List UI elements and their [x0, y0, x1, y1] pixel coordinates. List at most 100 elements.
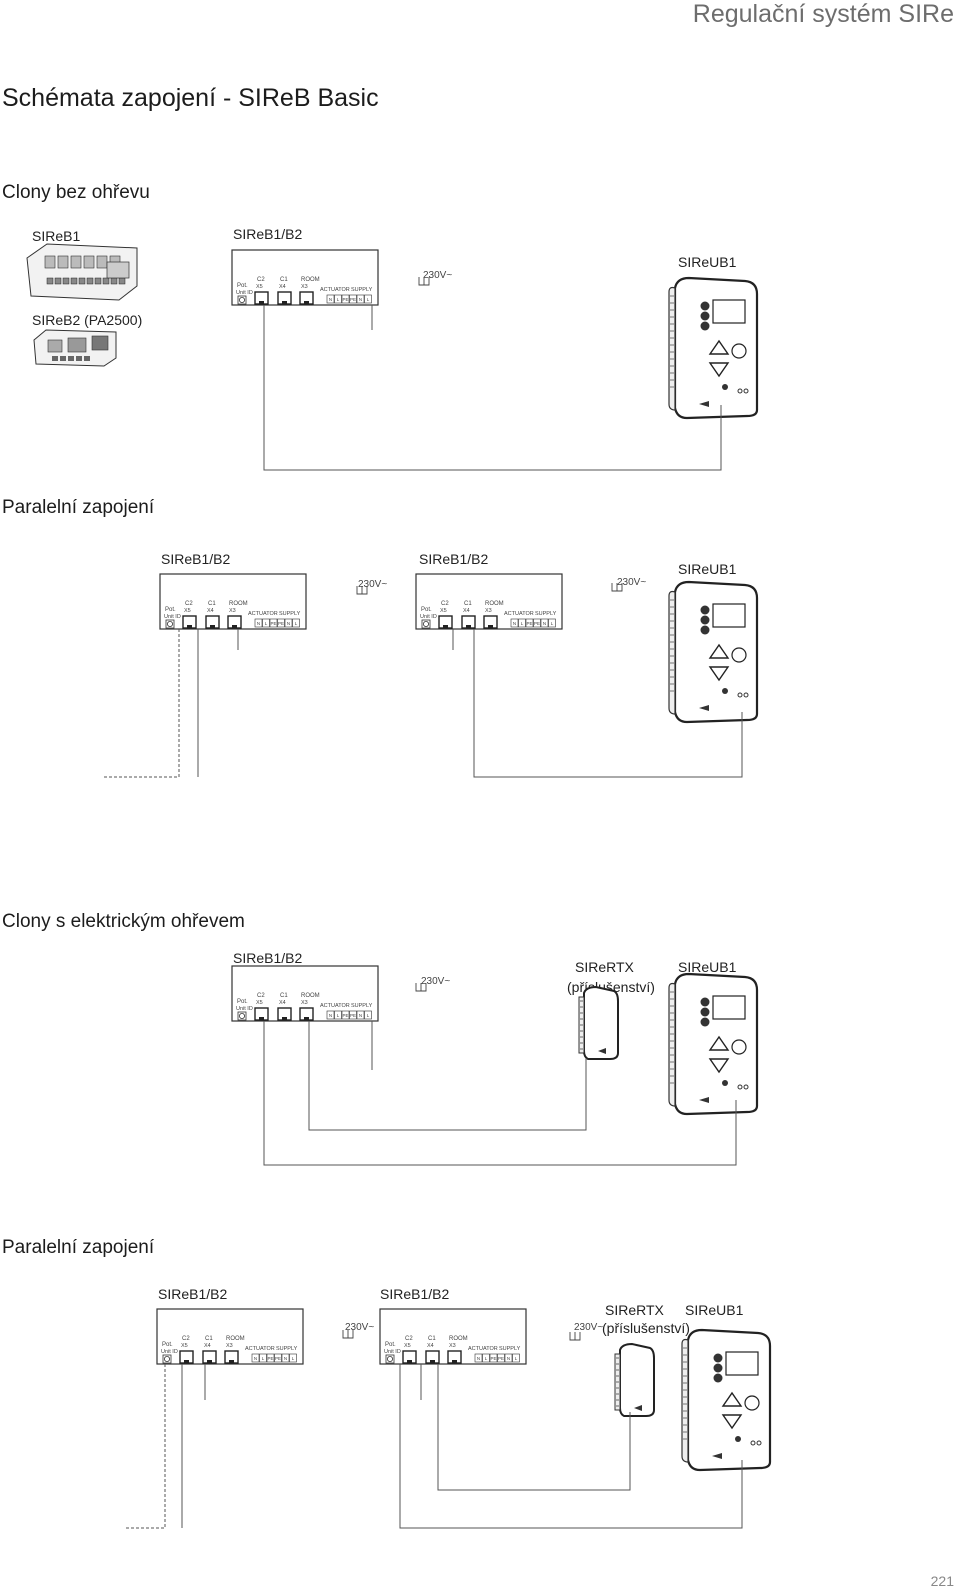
section-title-electric-heating: Clony s elektrickým ohřevem: [2, 911, 245, 932]
terminal-label: N: [513, 621, 516, 626]
terminal-block: [70, 277, 78, 285]
terminal: [292, 618, 300, 628]
terminal-block: [46, 277, 54, 285]
plug-shape: [415, 983, 427, 992]
terminal-label: N: [543, 621, 546, 626]
terminal-block: [86, 277, 94, 285]
label-sireb1b2: SIReB1/B2: [419, 551, 489, 567]
terminal: [474, 1353, 483, 1363]
led-icon: [737, 692, 743, 698]
dial-knob: [164, 1356, 170, 1363]
rj-socket-c2-tab: [184, 1360, 189, 1363]
rj-socket-c1-tab: [466, 625, 471, 628]
board-x4: X4: [207, 608, 214, 614]
terminal-block: [62, 277, 70, 285]
rj-socket-c2-tab: [259, 1017, 264, 1020]
board-x3: X3: [301, 1000, 308, 1006]
terminal-label: PE: [490, 1356, 496, 1361]
sireub1-controller: [681, 1328, 772, 1472]
display-screen: [725, 1351, 759, 1376]
board-room: ROOM: [485, 601, 504, 607]
terminal-label: N: [284, 1356, 287, 1361]
board-unitid-label: Unit ID: [164, 614, 181, 620]
section-title-parallel-1: Paralelní zapojení: [2, 497, 155, 518]
terminal-block: [52, 356, 58, 361]
terminal: [326, 1010, 335, 1020]
terminal: [341, 1010, 350, 1020]
terminal-label: L: [262, 1356, 265, 1361]
label-sirertx: SIReRTX: [575, 959, 634, 975]
board-supply: SUPPLY: [499, 1346, 521, 1352]
up-arrow-icon: [721, 1391, 743, 1407]
terminal: [266, 1353, 275, 1363]
board-x4: X4: [279, 1000, 286, 1006]
terminal: [533, 618, 541, 628]
terminal: [334, 1010, 342, 1020]
terminal-label: PE: [342, 297, 348, 302]
power-plug-icon: [415, 983, 427, 992]
wire: [263, 305, 722, 471]
indicator-dot: [722, 384, 728, 390]
board-x3: X3: [226, 1343, 233, 1349]
terminal: [284, 618, 293, 628]
board-c1: C1: [280, 993, 288, 999]
down-arrow-icon: [708, 1058, 730, 1074]
function-button: [700, 321, 710, 331]
board-supply: SUPPLY: [276, 1346, 298, 1352]
label-sireub1: SIReUB1: [678, 254, 737, 270]
board-x3: X3: [301, 284, 308, 290]
connector: [70, 255, 82, 269]
terminal-label: L: [367, 1013, 370, 1018]
power-plug-icon: [569, 1332, 581, 1341]
power-plug-icon: [356, 586, 368, 595]
board-room: ROOM: [301, 277, 320, 283]
label-sireb1: SIReB1: [32, 228, 81, 244]
board-room: ROOM: [301, 993, 320, 999]
terminal-label: N: [329, 297, 332, 302]
terminal-label: N: [507, 1356, 510, 1361]
logo-mark: [712, 1453, 722, 1459]
board-x5: X5: [181, 1343, 188, 1349]
terminal: [262, 618, 270, 628]
power-plug-icon: [611, 583, 623, 592]
terminal-label: PE: [350, 1013, 356, 1018]
terminal-label: PE: [270, 621, 276, 626]
terminal-label: PE: [275, 1356, 281, 1361]
terminal-label: N: [477, 1356, 480, 1361]
terminal-label: N: [359, 297, 362, 302]
section-title-parallel-2: Paralelní zapojení: [2, 1237, 155, 1258]
terminal: [274, 1353, 282, 1363]
terminal-label: L: [367, 297, 370, 302]
component: [47, 339, 63, 353]
terminal-block: [102, 277, 110, 285]
rj-socket-c2-tab: [407, 1360, 412, 1363]
board-c2: C2: [405, 1336, 413, 1342]
terminal-block: [60, 356, 66, 361]
terminal: [510, 618, 519, 628]
rj-socket-c1-tab: [282, 1017, 287, 1020]
plug-shape: [356, 586, 368, 595]
rj-socket-c1-tab: [430, 1360, 435, 1363]
led-icon: [750, 1440, 756, 1446]
power-plug-icon: [418, 277, 430, 286]
dial-knob: [423, 621, 429, 628]
down-arrow-icon: [708, 362, 730, 378]
component: [67, 337, 87, 353]
terminal: [489, 1353, 498, 1363]
function-button: [700, 997, 710, 1007]
indicator-dot: [722, 688, 728, 694]
terminal-label: N: [359, 1013, 362, 1018]
dial-icon: [165, 619, 175, 629]
sirertx-sensor: [614, 1342, 655, 1417]
label-sireub1: SIReUB1: [678, 959, 737, 975]
board-x3: X3: [485, 608, 492, 614]
display-screen: [712, 995, 746, 1020]
function-button: [700, 301, 710, 311]
board-actuator: ACTUATOR: [504, 611, 534, 617]
display-screen: [712, 299, 746, 324]
terminal-label: N: [257, 621, 260, 626]
